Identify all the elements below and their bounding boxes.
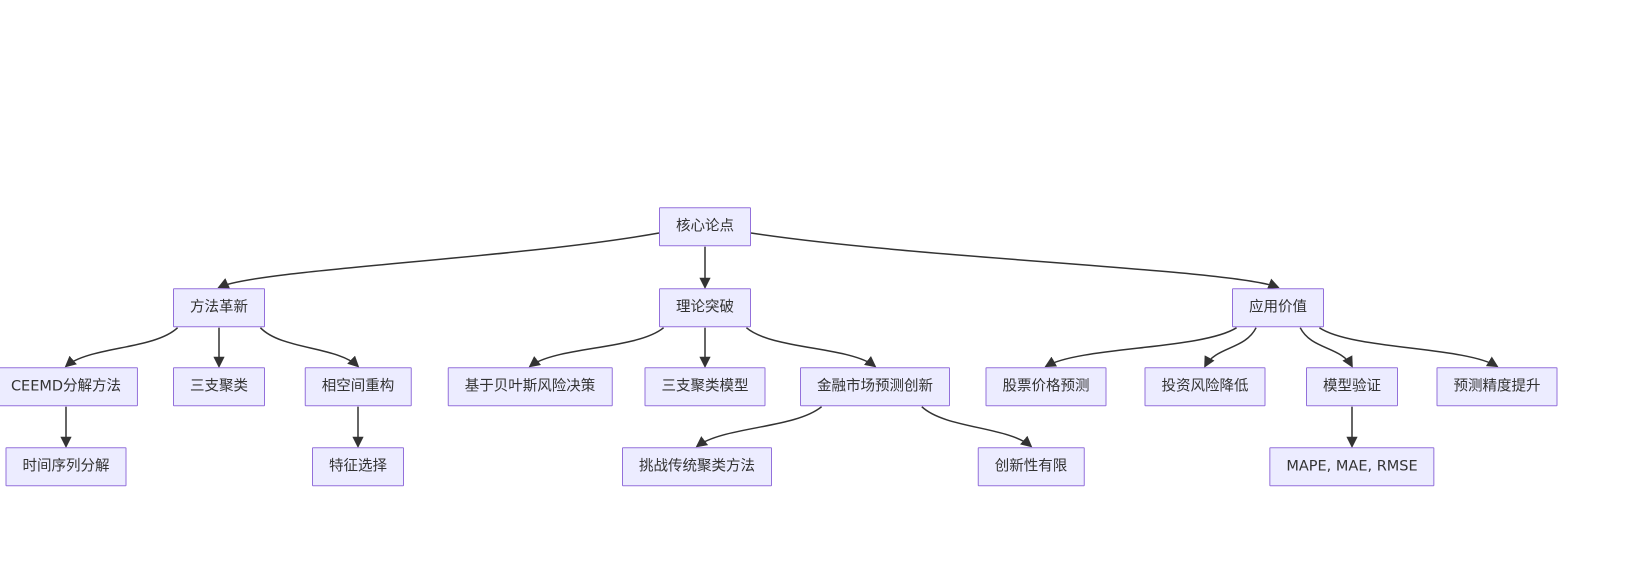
- node-label: 金融市场预测创新: [817, 378, 933, 395]
- node-label: 模型验证: [1323, 378, 1381, 395]
- node-label: 时间序列分解: [22, 458, 110, 475]
- node-three-model: 三支聚类模型: [644, 367, 766, 407]
- node-label: 创新性有限: [994, 458, 1068, 475]
- node-label: 三支聚类: [190, 378, 248, 395]
- node-three-cluster: 三支聚类: [173, 367, 265, 407]
- node-label: 核心论点: [676, 218, 734, 235]
- node-label: 特征选择: [329, 458, 387, 475]
- node-validation: 模型验证: [1306, 367, 1398, 407]
- node-label: 挑战传统聚类方法: [639, 458, 755, 475]
- node-risk: 投资风险降低: [1144, 367, 1266, 407]
- node-finance: 金融市场预测创新: [800, 367, 950, 407]
- node-label: 三支聚类模型: [661, 378, 749, 395]
- node-label: 应用价值: [1249, 299, 1307, 316]
- node-label: 投资风险降低: [1161, 378, 1249, 395]
- node-method: 方法革新: [173, 288, 265, 328]
- node-label: 相空间重构: [321, 378, 395, 395]
- node-stock: 股票价格预测: [985, 367, 1107, 407]
- node-ts-decomp: 时间序列分解: [5, 447, 127, 487]
- node-label: CEEMD分解方法: [10, 378, 122, 395]
- node-ceemd: CEEMD分解方法: [0, 367, 139, 407]
- node-phase-space: 相空间重构: [304, 367, 412, 407]
- node-label: 预测精度提升: [1453, 378, 1541, 395]
- node-feature: 特征选择: [312, 447, 404, 487]
- node-label: 基于贝叶斯风险决策: [464, 378, 596, 395]
- node-label: 股票价格预测: [1002, 378, 1090, 395]
- node-label: MAPE, MAE, RMSE: [1286, 458, 1418, 475]
- node-value: 应用价值: [1232, 288, 1324, 328]
- node-label: 方法革新: [190, 299, 248, 316]
- node-precision: 预测精度提升: [1436, 367, 1558, 407]
- node-root: 核心论点: [659, 207, 751, 247]
- node-limited: 创新性有限: [977, 447, 1085, 487]
- node-theory: 理论突破: [659, 288, 751, 328]
- node-challenge: 挑战传统聚类方法: [622, 447, 772, 487]
- node-label: 理论突破: [676, 299, 734, 316]
- node-bayes: 基于贝叶斯风险决策: [447, 367, 613, 407]
- node-metrics: MAPE, MAE, RMSE: [1269, 447, 1435, 487]
